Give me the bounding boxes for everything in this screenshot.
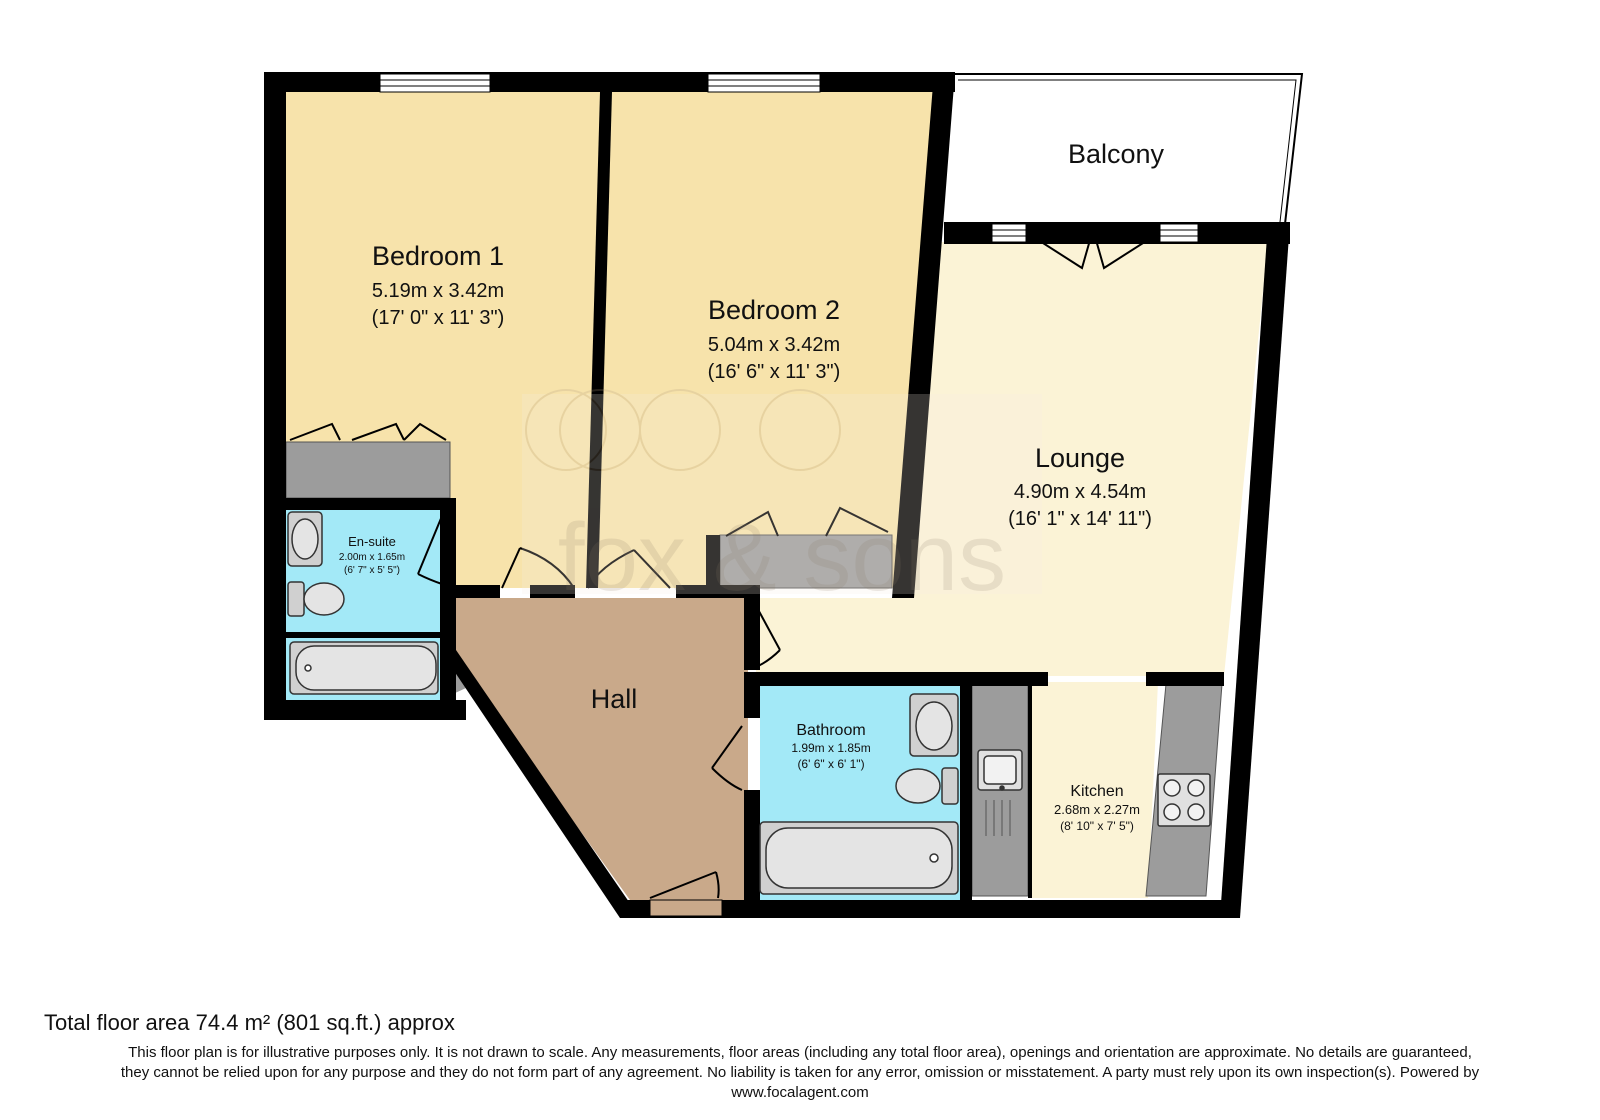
room-imperial: (16' 1" x 14' 11") bbox=[1008, 508, 1152, 530]
room-label-lounge: Lounge 4.90m x 4.54m (16' 1" x 14' 11") bbox=[1008, 443, 1152, 530]
room-name: Bedroom 2 bbox=[708, 295, 840, 325]
drainer-ribs bbox=[985, 800, 1011, 836]
bathroom-fittings bbox=[759, 693, 959, 895]
kitchen-fittings bbox=[977, 749, 1211, 827]
powered-by-link[interactable]: www.focalagent.com bbox=[731, 1084, 869, 1101]
room-label-hall: Hall bbox=[591, 684, 638, 714]
room-imperial: (6' 7" x 5' 5") bbox=[344, 565, 400, 576]
room-metric: 5.19m x 3.42m bbox=[372, 280, 504, 302]
floor-plan: fox & sons Bedroom 1 5.19m x 3.42m (17' … bbox=[264, 72, 1304, 918]
room-label-kitchen: Kitchen 2.68m x 2.27m (8' 10" x 7' 5") bbox=[1054, 783, 1140, 833]
room-metric: 1.99m x 1.85m bbox=[791, 741, 870, 755]
balcony-rail bbox=[954, 73, 1304, 225]
entrance-threshold bbox=[649, 899, 723, 917]
disclaimer: This floor plan is for illustrative purp… bbox=[20, 1043, 1580, 1103]
room-metric: 2.00m x 1.65m bbox=[339, 552, 405, 563]
room-label-bedroom-1: Bedroom 1 5.19m x 3.42m (17' 0" x 11' 3"… bbox=[372, 241, 505, 329]
room-metric: 2.68m x 2.27m bbox=[1054, 802, 1140, 817]
room-name: Bedroom 1 bbox=[372, 241, 504, 271]
room-metric: 4.90m x 4.54m bbox=[1014, 481, 1146, 503]
room-metric: 5.04m x 3.42m bbox=[708, 334, 840, 356]
balcony-rail-inner bbox=[958, 79, 1297, 223]
room-name: Bathroom bbox=[796, 722, 865, 739]
room-imperial: (16' 6" x 11' 3") bbox=[708, 361, 841, 383]
hall-floor bbox=[450, 598, 748, 900]
watermark-text: fox & sons bbox=[558, 504, 1006, 611]
room-imperial: (8' 10" x 7' 5") bbox=[1060, 819, 1134, 833]
door-swings bbox=[289, 235, 1155, 899]
total-floor-area: Total floor area 74.4 m² (801 sq.ft.) ap… bbox=[44, 1010, 455, 1035]
lounge-floor bbox=[756, 242, 1268, 676]
room-imperial: (6' 6" x 6' 1") bbox=[797, 757, 864, 771]
room-label-bathroom: Bathroom 1.99m x 1.85m (6' 6" x 6' 1") bbox=[791, 722, 870, 771]
disclaimer-line: This floor plan is for illustrative purp… bbox=[128, 1044, 1472, 1061]
room-label-ensuite: En-suite 2.00m x 1.65m (6' 7" x 5' 5") bbox=[339, 534, 405, 576]
room-name: Kitchen bbox=[1070, 783, 1123, 800]
bedroom-2-floor bbox=[596, 92, 935, 588]
watermark-logo bbox=[522, 389, 1042, 594]
bedroom-1-wardrobe bbox=[285, 441, 451, 499]
room-label-bedroom-2: Bedroom 2 5.04m x 3.42m (16' 6" x 11' 3"… bbox=[708, 295, 841, 383]
room-name: En-suite bbox=[348, 534, 396, 549]
room-label-balcony: Balcony bbox=[1068, 139, 1165, 169]
windows bbox=[379, 73, 1199, 243]
room-imperial: (17' 0" x 11' 3") bbox=[372, 307, 505, 329]
ensuite-fittings bbox=[287, 511, 439, 695]
room-name: Lounge bbox=[1035, 443, 1125, 473]
kitchen-floor bbox=[1030, 682, 1158, 898]
disclaimer-line: they cannot be relied upon for any purpo… bbox=[120, 1064, 1480, 1081]
